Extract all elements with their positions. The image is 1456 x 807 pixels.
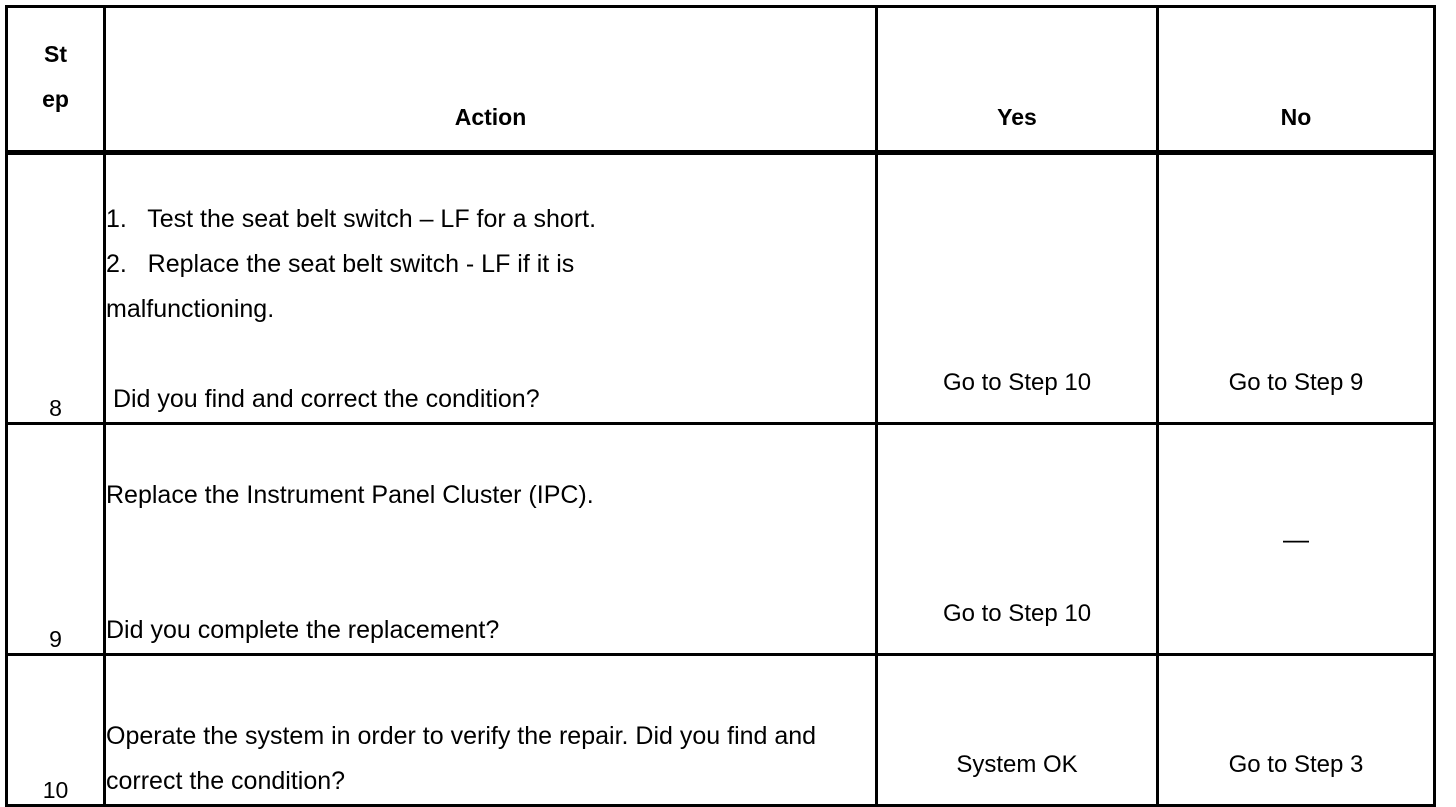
action-spacer: [106, 332, 875, 377]
diagnostic-step-table: St ep Action Yes No 8 1. Test the: [5, 5, 1436, 807]
step-number-cell: 8: [5, 151, 106, 425]
action-list-item: 1. Test the seat belt switch – LF for a …: [106, 205, 597, 233]
table-row: 8 1. Test the seat belt switch – LF for …: [5, 151, 1436, 425]
table-row: 9 Replace the Instrument Panel Cluster (…: [5, 422, 1436, 656]
header-cell-yes: Yes: [875, 5, 1159, 155]
header-step-label-line1: St: [44, 41, 67, 67]
header-step-label-line2: ep: [42, 86, 69, 112]
table-header-row: St ep Action Yes No: [5, 5, 1436, 155]
no-branch-cell: —: [1156, 422, 1436, 656]
action-cell: 1. Test the seat belt switch – LF for a …: [103, 151, 878, 425]
no-branch-cell: Go to Step 9: [1156, 151, 1436, 425]
page-root: St ep Action Yes No 8 1. Test the: [5, 5, 1436, 807]
action-question: Did you find and correct the condition?: [106, 385, 540, 413]
step-number-cell: 9: [5, 422, 106, 656]
step-number-cell: 10: [5, 653, 106, 807]
action-cell: Operate the system in order to verify th…: [103, 653, 878, 807]
action-cell: Replace the Instrument Panel Cluster (IP…: [103, 422, 878, 656]
header-cell-no: No: [1156, 5, 1436, 155]
action-question: Operate the system in order to verify th…: [106, 722, 817, 795]
header-yes-label: Yes: [997, 104, 1037, 130]
no-branch-cell: Go to Step 3: [1156, 653, 1436, 807]
header-cell-action: Action: [103, 5, 878, 155]
action-question: Did you complete the replacement?: [106, 616, 500, 644]
action-list-item: Replace the Instrument Panel Cluster (IP…: [106, 481, 594, 509]
yes-branch-cell: Go to Step 10: [875, 422, 1159, 656]
header-action-label: Action: [454, 104, 527, 130]
header-no-label: No: [1280, 104, 1312, 130]
yes-branch-cell: System OK: [875, 653, 1159, 807]
header-cell-step: St ep: [5, 5, 106, 155]
action-list-item: malfunctioning.: [106, 295, 275, 323]
action-spacer: [106, 518, 875, 563]
table-row: 10 Operate the system in order to verify…: [5, 653, 1436, 807]
action-list-item: 2. Replace the seat belt switch - LF if …: [106, 250, 575, 278]
yes-branch-cell: Go to Step 10: [875, 151, 1159, 425]
action-spacer: [106, 563, 875, 608]
